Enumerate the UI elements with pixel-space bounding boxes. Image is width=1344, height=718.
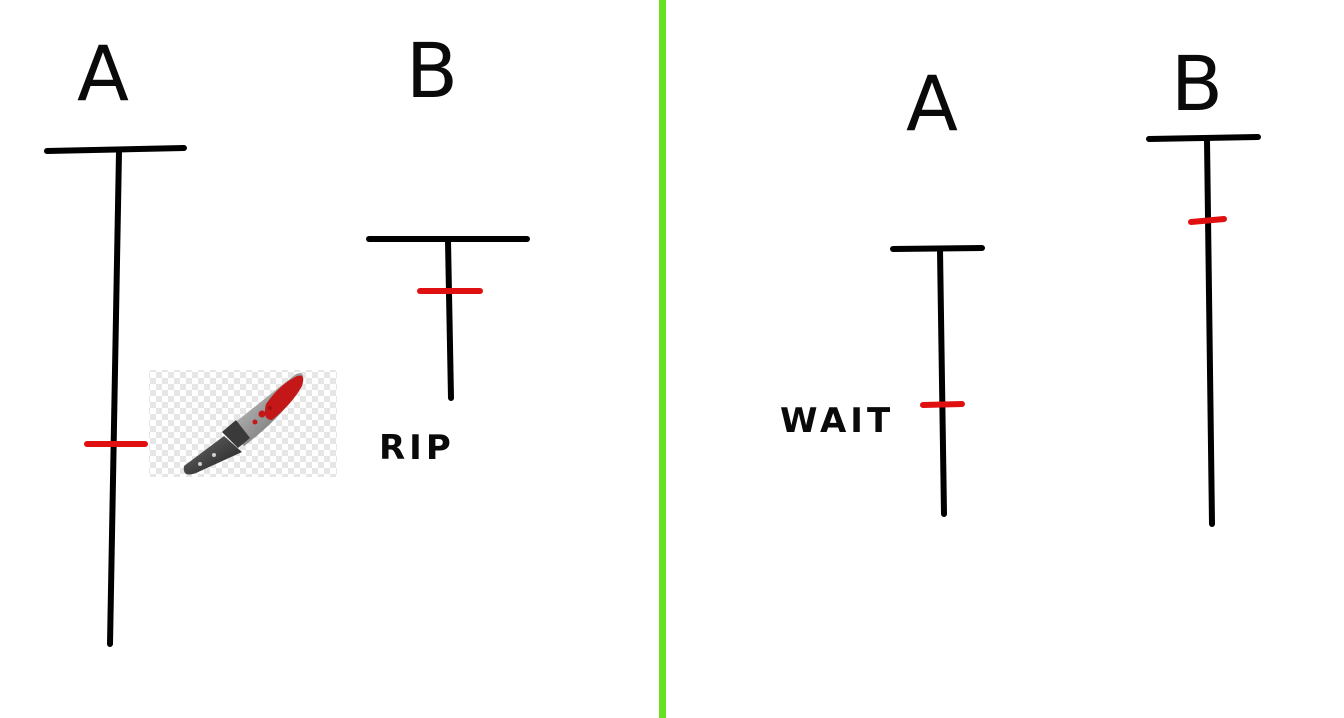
left-timeline-a-stem (107, 149, 122, 647)
left-timeline-a (44, 145, 187, 647)
left-timeline-b (366, 236, 530, 401)
right-label-b: B (1171, 39, 1223, 128)
right-timeline-a-stem (937, 247, 947, 517)
left-label-a: A (77, 29, 129, 118)
right-note-wait: WAIT (780, 401, 894, 441)
right-label-a: A (906, 59, 958, 148)
left-panel: A B (44, 26, 530, 647)
right-panel: A B WAIT (780, 39, 1261, 527)
right-timeline-b (1146, 134, 1261, 527)
right-timeline-a (890, 245, 985, 517)
right-timeline-b-cap (1146, 134, 1261, 142)
panel-divider (659, 0, 666, 718)
left-note-rip: RIP (379, 428, 455, 468)
bloody-knife-icon (149, 370, 337, 477)
left-timeline-b-stem (445, 238, 454, 401)
left-label-b: B (406, 26, 458, 115)
left-timeline-a-cap (44, 145, 187, 154)
right-timeline-b-marker (1188, 216, 1227, 225)
right-timeline-b-stem (1204, 137, 1215, 527)
right-timeline-a-marker (920, 401, 965, 408)
